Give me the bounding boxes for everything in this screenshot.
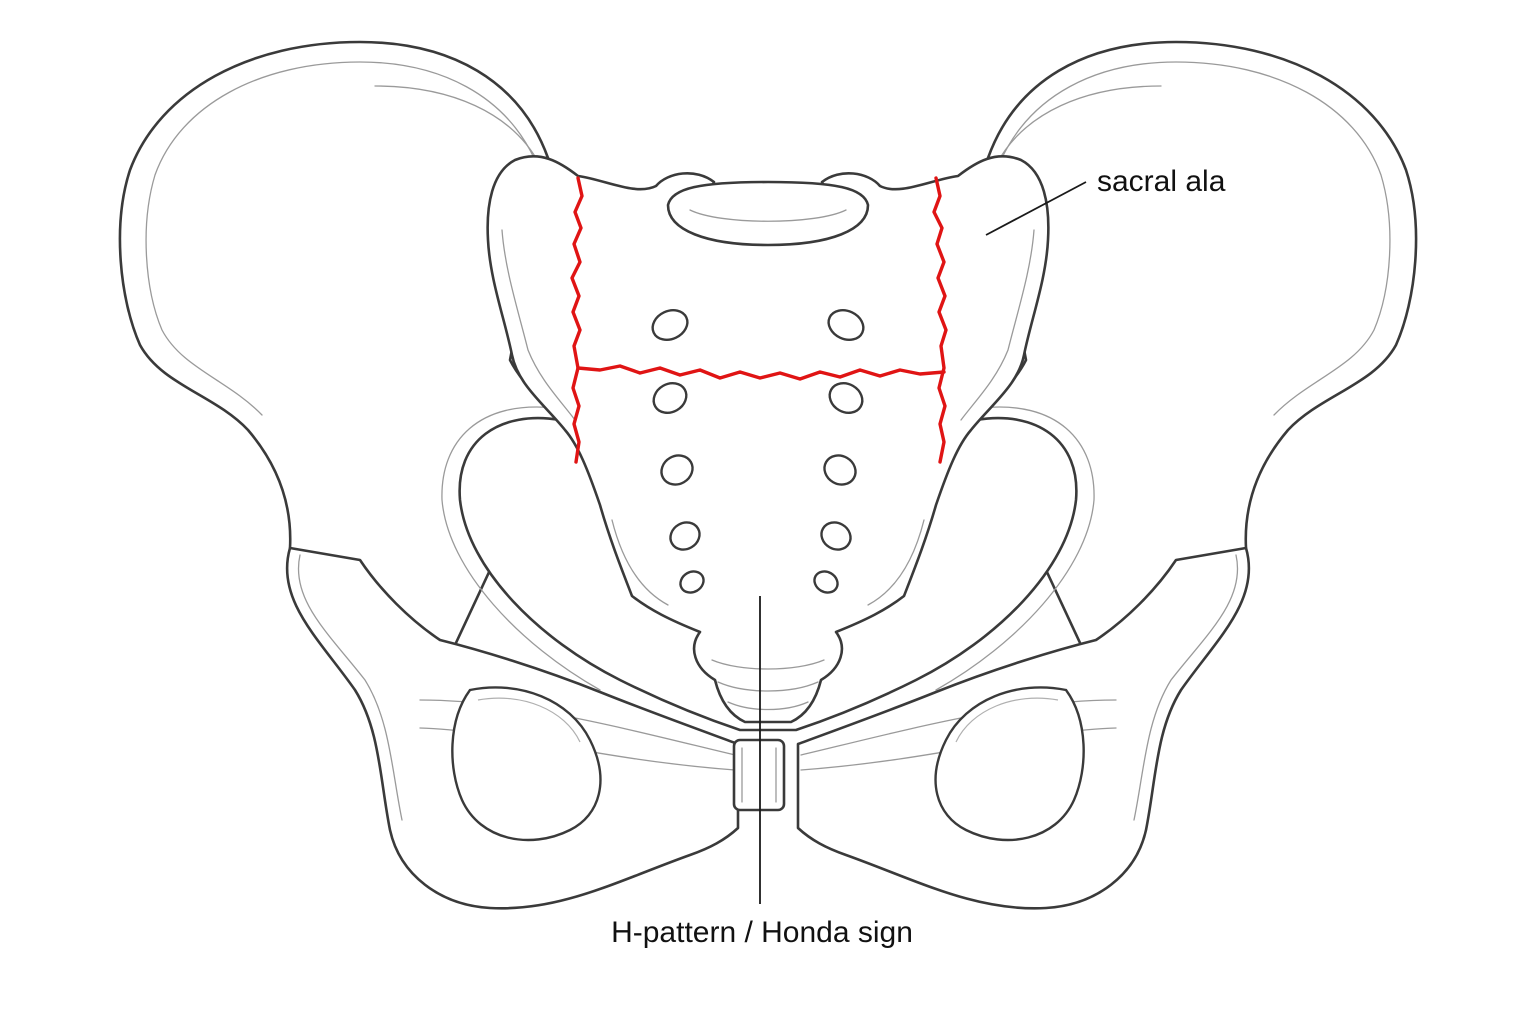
fracture-h-pattern bbox=[570, 176, 948, 464]
right-vertical-fracture bbox=[932, 176, 948, 464]
sacral-foramen bbox=[828, 381, 864, 415]
left-vertical-fracture bbox=[570, 176, 584, 464]
left-hip-bone bbox=[118, 40, 740, 910]
sacral-foramen bbox=[827, 309, 865, 341]
sacral-foramen bbox=[679, 570, 705, 594]
sacral-foramen bbox=[813, 570, 839, 594]
pubic-symphysis bbox=[732, 738, 786, 812]
sacral-foramen bbox=[820, 521, 852, 551]
sacral-foramen bbox=[652, 381, 688, 415]
sacral-ala-label: sacral ala bbox=[1097, 165, 1226, 198]
sacral-foramen bbox=[669, 521, 701, 551]
left-obturator-foramen bbox=[451, 686, 602, 842]
sacrum bbox=[486, 155, 1050, 724]
sacral-promontory bbox=[666, 180, 870, 247]
right-hip-bone bbox=[796, 40, 1418, 910]
sacral-foramina bbox=[651, 309, 865, 594]
right-obturator-foramen bbox=[934, 686, 1085, 842]
sacral-foramen bbox=[660, 454, 694, 486]
sacral-ala-leader bbox=[985, 181, 1087, 236]
h-pattern-label: H-pattern / Honda sign bbox=[611, 916, 913, 949]
sacral-foramen bbox=[651, 309, 689, 341]
sacral-foramen bbox=[823, 454, 857, 486]
transverse-fracture bbox=[576, 364, 946, 381]
